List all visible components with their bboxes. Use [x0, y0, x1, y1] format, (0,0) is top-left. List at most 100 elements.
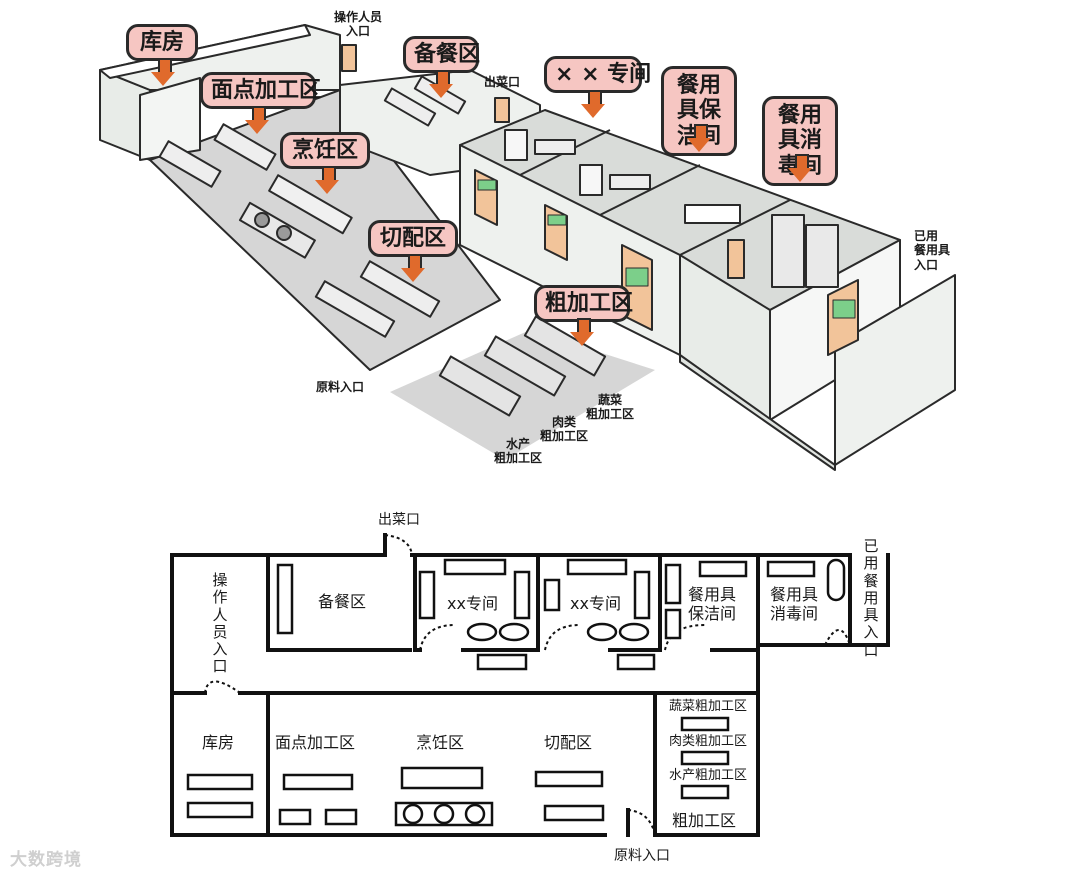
baojie-counter-left-2	[664, 608, 682, 640]
mian-bench-3	[324, 808, 358, 826]
xx2-counter	[609, 174, 651, 190]
plan-wall-top-right	[410, 553, 852, 647]
kufang-shelf	[158, 140, 222, 188]
outer-front-wall	[679, 354, 836, 471]
stove-burner-plan-2	[433, 803, 455, 825]
baojie-counter-left	[664, 563, 682, 605]
baojie-sink	[684, 204, 741, 224]
stove-burner-plan-3	[464, 803, 486, 825]
xx2-counter-right	[633, 570, 651, 620]
outer-right-wall	[834, 274, 956, 466]
xx1-counter-top	[443, 558, 507, 576]
plan-label-xx2: xx专间	[570, 594, 621, 613]
plan-label-qiepei: 切配区	[544, 733, 593, 752]
xx2-counter-top	[566, 558, 628, 576]
iso-label-raw-entry: 原料入口	[316, 380, 365, 394]
hood	[268, 174, 353, 235]
kufang-partition	[139, 77, 201, 161]
plan-label-baojie: 餐用具 保洁间	[688, 585, 737, 624]
xx2-cabinet	[579, 164, 603, 196]
door-xx2	[544, 624, 581, 651]
tag-baojie: 餐用具保洁间	[661, 66, 737, 156]
iso-label-meat: 肉类 粗加工区	[540, 415, 589, 444]
plan-wall-bottom-right	[653, 643, 760, 837]
plan-wall-beican-left	[266, 553, 412, 652]
xiaodu-cabinet-1	[771, 214, 805, 288]
qiepei-bench-2	[314, 280, 396, 338]
plan-label-xiaodu: 餐用具 消毒间	[770, 585, 819, 624]
xx1-sink-1	[466, 622, 498, 642]
plan-label-raw-entry: 原料入口	[614, 848, 670, 864]
room-door-inner	[727, 239, 745, 279]
plan-label-used-dish: 已用餐用具入口	[863, 537, 879, 659]
stove-burner-plan-1	[402, 803, 424, 825]
door-raw	[627, 809, 656, 836]
xx1-outer-counter	[476, 653, 528, 671]
xx1-sink-2	[498, 622, 530, 642]
tag-mian: 面点加工区	[200, 72, 321, 110]
plan-label-meat: 肉类粗加工区	[669, 734, 748, 749]
stove-burner-2	[276, 225, 292, 241]
sign-baojie	[625, 267, 649, 287]
beican-counter	[276, 563, 294, 635]
xiaodu-cabinet-2	[805, 224, 839, 288]
veg-bench	[680, 716, 730, 732]
rough-bench-1	[438, 355, 522, 417]
mian-bench-1	[282, 773, 354, 791]
plan-label-mian: 面点加工区	[275, 733, 356, 752]
xx2-outer-counter	[616, 653, 656, 671]
plan-wall-xx1-left	[413, 553, 422, 652]
plan-label-veg: 蔬菜粗加工区	[669, 699, 748, 714]
xiaodu-counter-top	[766, 560, 816, 578]
meat-bench	[680, 750, 730, 766]
baojie-counter-top	[698, 560, 748, 578]
iso-label-used-dish: 已用 餐用具 入口	[914, 229, 951, 272]
xx1-counter-right	[513, 570, 531, 620]
beican-bench-1	[383, 87, 437, 127]
xx1-counter-left	[418, 570, 436, 620]
plan-wall-top-left	[170, 533, 387, 557]
xx2-counter-left	[543, 578, 561, 612]
plan-label-beican: 备餐区	[318, 592, 367, 611]
plan-label-pengren: 烹饪区	[416, 733, 465, 752]
plan-label-serving: 出菜口	[378, 512, 420, 528]
xx2-sink-1	[586, 622, 618, 642]
plan-label-kufang: 库房	[202, 733, 235, 752]
plan-label-staff-entry: 操作人员入口	[212, 571, 228, 676]
plan-label-xx1: xx专间	[447, 594, 498, 613]
xx1-counter	[534, 139, 576, 155]
door-xx1	[419, 624, 456, 651]
tag-kufang: 库房	[126, 24, 198, 62]
sign-xx2	[547, 214, 567, 226]
serving-door	[494, 97, 510, 123]
tag-zhuanjian: × × 专间	[544, 56, 651, 94]
partition-3	[679, 199, 791, 256]
qiepei-bench-1	[534, 770, 604, 788]
rough-bench-2	[483, 335, 567, 397]
door-serving	[384, 534, 413, 556]
iso-label-serving: 出菜口	[484, 75, 521, 89]
staff-entry-door	[341, 44, 357, 72]
qiepei-bench-2	[543, 804, 605, 822]
xiaodu-sink	[826, 558, 846, 602]
iso-label-aqua: 水产 粗加工区	[494, 437, 543, 466]
iso-label-staff-entry: 操作人员 入口	[334, 10, 383, 39]
plan-wall-used-entry	[756, 553, 890, 647]
iso-label-veg: 蔬菜 粗加工区	[586, 393, 635, 422]
xx1-cabinet	[504, 129, 528, 161]
stove-burner-1	[254, 212, 270, 228]
plan-label-aqua: 水产粗加工区	[669, 768, 748, 783]
mian-bench	[213, 123, 277, 171]
kufang-shelf-1	[186, 773, 254, 791]
sign-xx1	[477, 179, 497, 191]
tag-cujiagong: 粗加工区	[534, 285, 633, 323]
kufang-shelf-2	[186, 801, 254, 819]
aqua-bench	[680, 784, 730, 800]
plan-label-cujiagong: 粗加工区	[672, 811, 737, 830]
plan-wall-left	[170, 553, 607, 837]
watermark: 大数跨境	[10, 850, 82, 870]
door-staff	[204, 680, 241, 694]
xx2-sink-2	[618, 622, 650, 642]
door-xiaodu	[824, 629, 851, 646]
